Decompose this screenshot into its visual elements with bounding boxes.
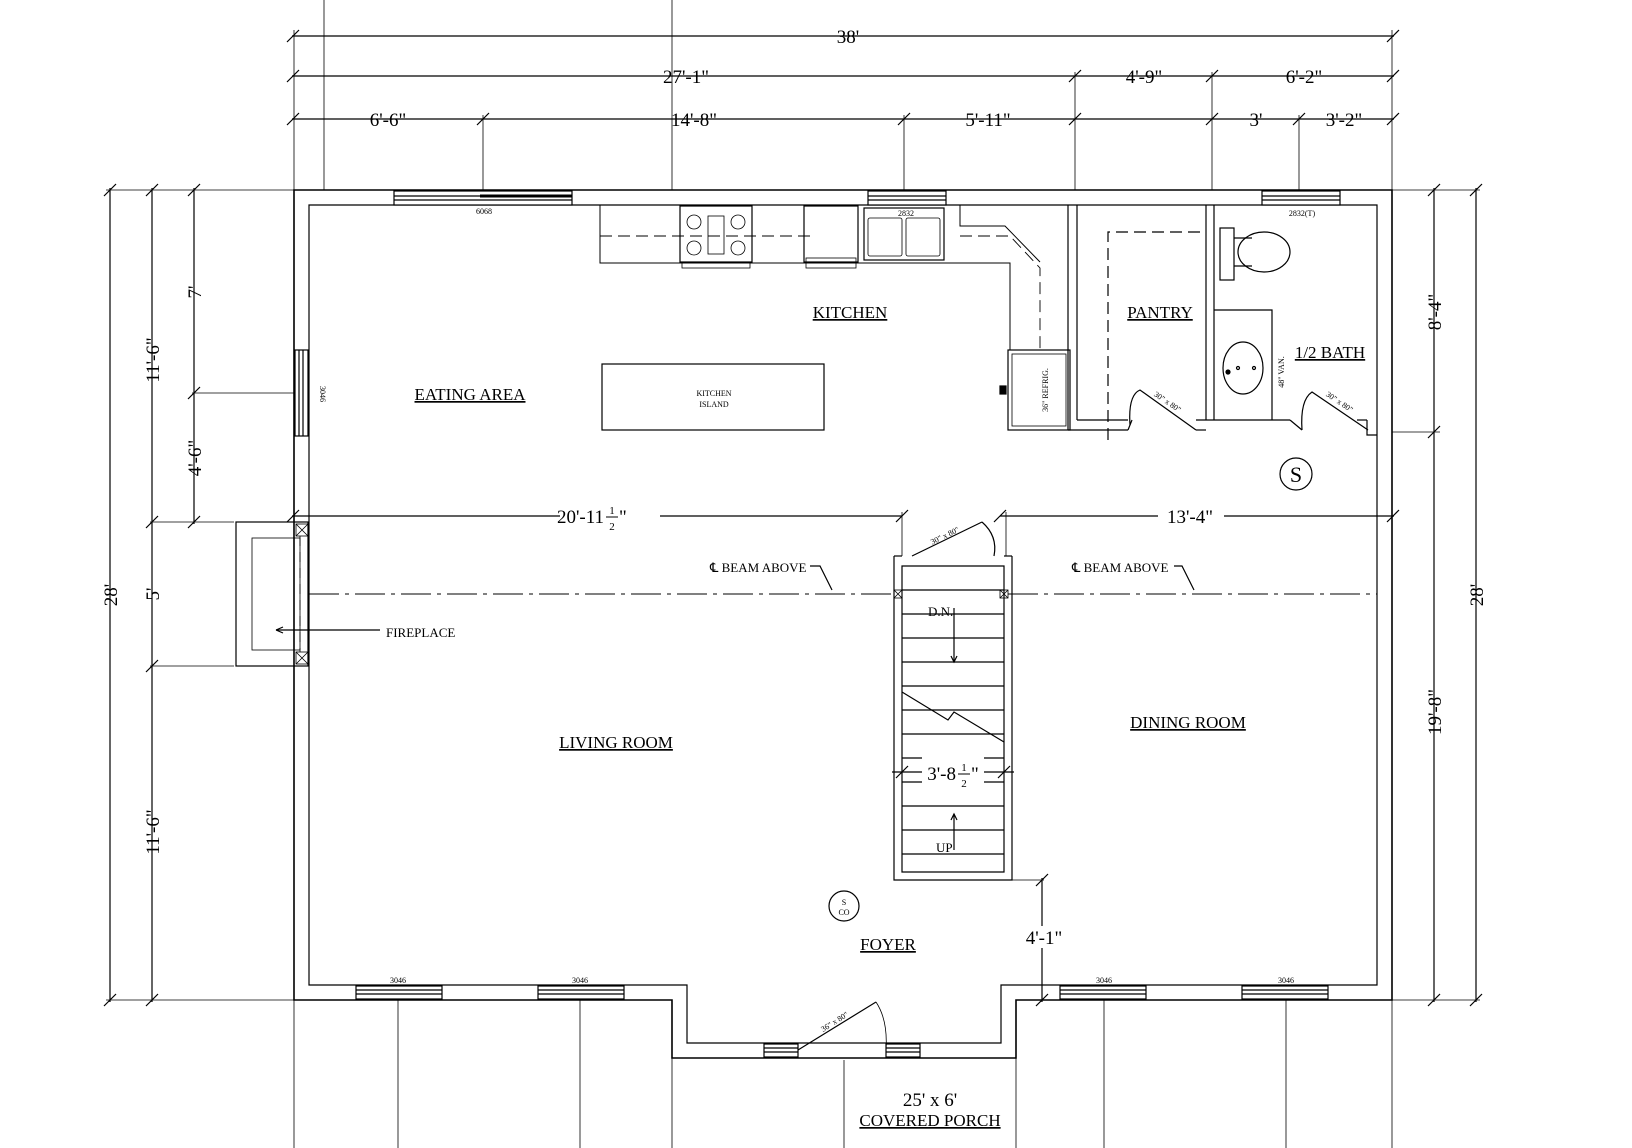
room-pantry: PANTRY	[1127, 303, 1193, 322]
smoke-detector-icon: S	[1290, 462, 1302, 487]
island-label-2: ISLAND	[699, 400, 729, 409]
dim-overall-width: 38'	[837, 27, 859, 48]
dim-foyer-depth: 4'-1"	[1026, 928, 1063, 949]
dim-row2-a: 27'-1"	[663, 67, 709, 88]
dim-left-top: 11'-6"	[143, 337, 164, 382]
window-tag-bath: 2832(T)	[1289, 209, 1316, 218]
dim-left-inner-bottom: 4'-6"	[185, 440, 206, 477]
window-tag-bottom-1: 3046	[390, 976, 406, 985]
fireplace-label: FIREPLACE	[386, 625, 455, 640]
room-eating-area: EATING AREA	[415, 385, 527, 404]
beam-label-left: ℄ BEAM ABOVE	[709, 560, 807, 575]
window-tag-bottom-3: 3046	[1096, 976, 1112, 985]
dim-row3-e: 3'-2"	[1326, 110, 1363, 131]
room-dining-room: DINING ROOM	[1130, 713, 1246, 732]
frac-num: 1	[609, 505, 615, 517]
dim-row3-d: 3'	[1250, 110, 1263, 131]
dim-right-top: 8'-4"	[1425, 294, 1446, 331]
window-tag-left-wall: 3046	[318, 386, 327, 402]
window-tag-bottom-4: 3046	[1278, 976, 1294, 985]
porch-size: 25' x 6'	[903, 1090, 957, 1111]
refrigerator-label: 36" REFRIG.	[1041, 368, 1050, 412]
inch-mark: "	[971, 764, 979, 785]
dim-mid-right: 13'-4"	[1167, 507, 1213, 528]
dim-row2-b: 4'-9"	[1126, 67, 1163, 88]
dim-row3-a: 6'-6"	[370, 110, 407, 131]
inch-mark: "	[619, 507, 627, 528]
dim-left-overall: 28'	[101, 584, 122, 606]
window-tag-kitchen: 2832	[898, 209, 914, 218]
frac-num: 1	[961, 762, 967, 774]
dim-left-mid: 5'	[143, 588, 164, 601]
dim-left-bottom: 11'-6"	[143, 809, 164, 854]
beam-label-right: ℄ BEAM ABOVE	[1071, 560, 1169, 575]
window-tag-bottom-2: 3046	[572, 976, 588, 985]
dim-left-inner-top: 7'	[185, 286, 206, 299]
room-foyer: FOYER	[860, 935, 916, 954]
dim-row2-c: 6'-2"	[1286, 67, 1323, 88]
room-living-room: LIVING ROOM	[559, 733, 673, 752]
co-detector-label: CO	[838, 908, 849, 917]
door-tag-stair: 30" x 80"	[929, 525, 960, 546]
island-label-1: KITCHEN	[696, 389, 731, 398]
window-tag-top-left: 6068	[476, 207, 492, 216]
dim-stair-width: 3'-8	[927, 764, 956, 785]
room-kitchen: KITCHEN	[813, 303, 888, 322]
stair-down-label: D.N.	[928, 604, 953, 619]
dim-right-overall: 28'	[1467, 584, 1488, 606]
door-tag-front: 36" x 80"	[819, 1010, 850, 1034]
stair-up-label: UP	[936, 840, 953, 855]
dim-row3-b: 14'-8"	[671, 110, 717, 131]
frac-den: 2	[609, 521, 615, 533]
dim-right-bottom: 19'-8"	[1425, 689, 1446, 735]
vanity-label: 48" VAN.	[1277, 356, 1286, 387]
room-half-bath: 1/2 BATH	[1295, 343, 1365, 362]
room-covered-porch: COVERED PORCH	[859, 1111, 1000, 1130]
co-detector-icon: S	[842, 898, 846, 907]
frac-den: 2	[961, 778, 967, 790]
dim-row3-c: 5'-11"	[965, 110, 1010, 131]
dim-mid-left: 20'-11	[557, 507, 604, 528]
